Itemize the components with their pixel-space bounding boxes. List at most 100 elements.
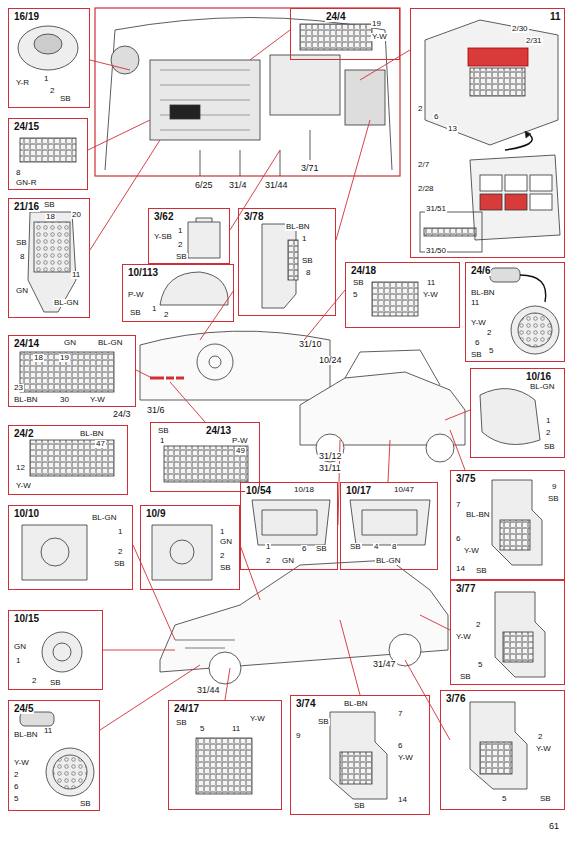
wire-label: 1: [159, 437, 165, 445]
illustration-stroke: [350, 500, 430, 545]
wire-label: 11: [71, 271, 81, 279]
wire-label: 49: [235, 447, 246, 455]
illustration-stroke: [164, 446, 248, 482]
illustration-stroke: [209, 652, 241, 684]
component-number: 10/54: [245, 486, 272, 496]
wire-label: SB: [315, 545, 328, 553]
wire-label: GN: [15, 287, 29, 295]
wire-label: 11: [426, 279, 436, 287]
illustration-stroke: [100, 545, 450, 740]
illustration-stroke: [34, 34, 62, 54]
connector-panel: 10/10BL-GN12SB: [8, 505, 133, 590]
wire-label: SB: [543, 443, 556, 451]
wire-label: 2: [177, 241, 183, 249]
illustration-stroke: [170, 540, 194, 564]
component-number: 24/6: [470, 266, 491, 276]
location-label: 24/3: [112, 410, 132, 419]
illustration-stroke: [136, 290, 345, 422]
connector-panel: 24/419Y-W: [290, 8, 400, 60]
illustration-stroke: [470, 68, 525, 96]
location-label: 3/71: [300, 164, 320, 173]
wire-label: 14: [455, 565, 466, 573]
wire-label: 6: [474, 339, 480, 347]
wire-label: SB: [475, 567, 488, 575]
connector-panel: 10/5410/1816SB2GN: [240, 482, 338, 570]
connector-panel: 24/6BL-BN11Y-W265SB: [465, 262, 565, 362]
illustration-stroke: [88, 30, 470, 740]
wire-label: SB: [15, 239, 28, 247]
wire-label: BL-BN: [13, 731, 39, 739]
illustration-stroke: [188, 218, 220, 258]
location-label: 31/6: [146, 406, 166, 415]
wire-label: 5: [13, 795, 19, 803]
wire-label: 5: [199, 725, 205, 733]
wire-label: 1: [43, 75, 49, 83]
wire-label: SB: [129, 309, 142, 317]
connector-panel: 24/17SB511Y-W: [168, 700, 282, 810]
wire-label: 2: [163, 311, 169, 319]
illustration-stroke: [209, 356, 221, 368]
wire-label: GN-R: [15, 179, 37, 187]
wire-label: BL-BN: [470, 289, 496, 297]
connector-panel: 24/5BL-BN11Y-W265SB: [8, 700, 100, 811]
wire-label: 10/47: [393, 486, 415, 494]
wire-label: 7: [455, 501, 461, 509]
wire-label: 5: [352, 291, 358, 299]
wire-label: BL-BN: [343, 700, 369, 708]
component-number: 24/15: [13, 122, 40, 132]
illustration-stroke: [330, 712, 387, 799]
component-number: 10/17: [345, 486, 372, 496]
wire-label: 2: [219, 552, 225, 560]
wire-label: 1: [117, 528, 123, 536]
connector-panel: 24/158GN-R: [8, 118, 88, 190]
wire-label: Y-W: [535, 745, 552, 753]
location-label: 31/4: [228, 181, 248, 190]
location-label: 6/25: [194, 181, 214, 190]
illustration-stroke: [511, 306, 559, 354]
illustration-stroke: [480, 175, 502, 191]
wire-label: 6: [433, 113, 439, 121]
wire-label: 14: [397, 796, 408, 804]
wire-label: 11: [43, 727, 53, 735]
illustration-stroke: [197, 344, 233, 380]
illustration-stroke: [345, 70, 385, 125]
wire-label: 8: [305, 269, 311, 277]
wire-label: 2: [265, 557, 271, 565]
wire-label: Y-W: [371, 33, 388, 41]
illustration-stroke: [424, 228, 476, 236]
illustration-stroke: [426, 434, 454, 462]
wire-label: Y-W: [397, 754, 414, 762]
wire-label: 19: [371, 20, 382, 28]
illustration-stroke: [495, 592, 545, 677]
illustration-stroke: [505, 194, 527, 210]
component-number: 24/5: [13, 704, 34, 714]
component-number: 24/18: [350, 266, 377, 276]
wire-label: SB: [59, 95, 72, 103]
illustration-stroke: [152, 525, 212, 580]
wire-label: 4: [373, 543, 379, 551]
wire-label: 1: [219, 528, 225, 536]
illustration-stroke: [46, 748, 94, 796]
illustration-stroke: [492, 480, 542, 565]
wire-label: 23: [13, 384, 24, 392]
wire-label: BL-GN: [53, 299, 79, 307]
wire-label: BL-GN: [91, 514, 117, 522]
connector-panel: 24/14GNBL-GN18192330BL-BNY-W: [8, 335, 136, 407]
wire-label: 12: [15, 464, 26, 472]
wire-label: 30: [59, 396, 70, 404]
component-number: 3/75: [455, 474, 476, 484]
illustration-stroke: [425, 20, 558, 145]
component-number: 10/16: [525, 372, 552, 382]
wire-label: Y-W: [249, 715, 266, 723]
wire-label: SB: [470, 351, 483, 359]
wire-label: SB: [175, 253, 188, 261]
component-number: 11: [549, 12, 562, 22]
connector-panel: 10/16BL-GN12SB: [470, 368, 565, 458]
wire-label: GN: [13, 643, 27, 651]
illustration-stroke: [42, 632, 82, 672]
location-label: 31/11: [318, 464, 342, 473]
illustration-stroke: [140, 331, 330, 400]
illustration-stroke: [480, 389, 540, 445]
location-label: 31/47: [372, 660, 397, 669]
